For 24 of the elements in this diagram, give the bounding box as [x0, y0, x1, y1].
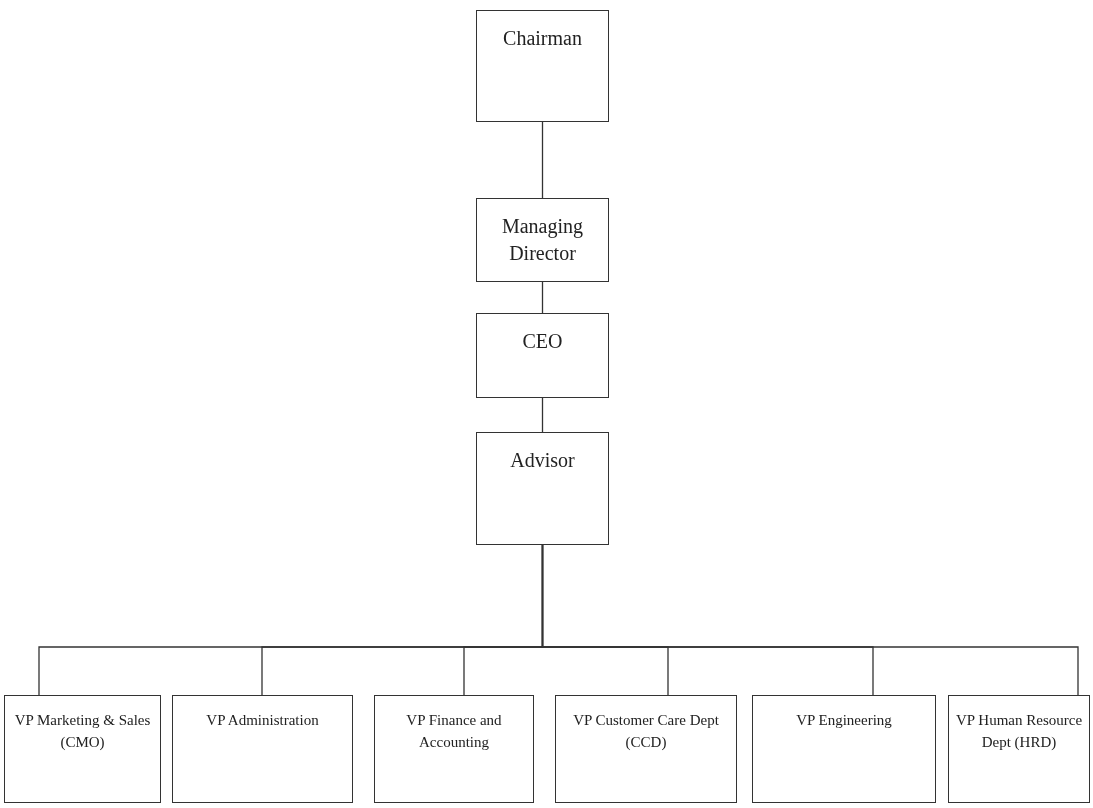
connector-line: [541, 397, 544, 433]
role-title: VP Engineering: [795, 711, 893, 730]
org-box: [752, 695, 936, 803]
role-title: VP Marketing & Sales (CMO): [13, 711, 152, 752]
org-box: [172, 695, 353, 803]
org-box: [476, 432, 609, 545]
org-box: [555, 695, 737, 803]
org-box: [476, 313, 609, 398]
connector-line: [541, 121, 544, 199]
role-title: VP Customer Care Dept (CCD): [572, 711, 720, 752]
role-title: VP Human Resource Dept (HRD): [954, 711, 1084, 752]
org-box: [948, 695, 1090, 803]
role-title: CEO: [521, 329, 564, 354]
org-box: [4, 695, 161, 803]
connector-line: [541, 544, 1079, 696]
org-box: [476, 198, 609, 282]
org-box: [476, 10, 609, 122]
connector-line: [541, 281, 544, 314]
role-title: Chairman: [502, 26, 583, 51]
org-box: [374, 695, 534, 803]
role-title: VP Finance and Accounting: [405, 711, 503, 752]
role-title: Advisor: [509, 448, 576, 473]
role-title: VP Administration: [205, 711, 320, 730]
role-title: Managing Director: [500, 214, 585, 266]
